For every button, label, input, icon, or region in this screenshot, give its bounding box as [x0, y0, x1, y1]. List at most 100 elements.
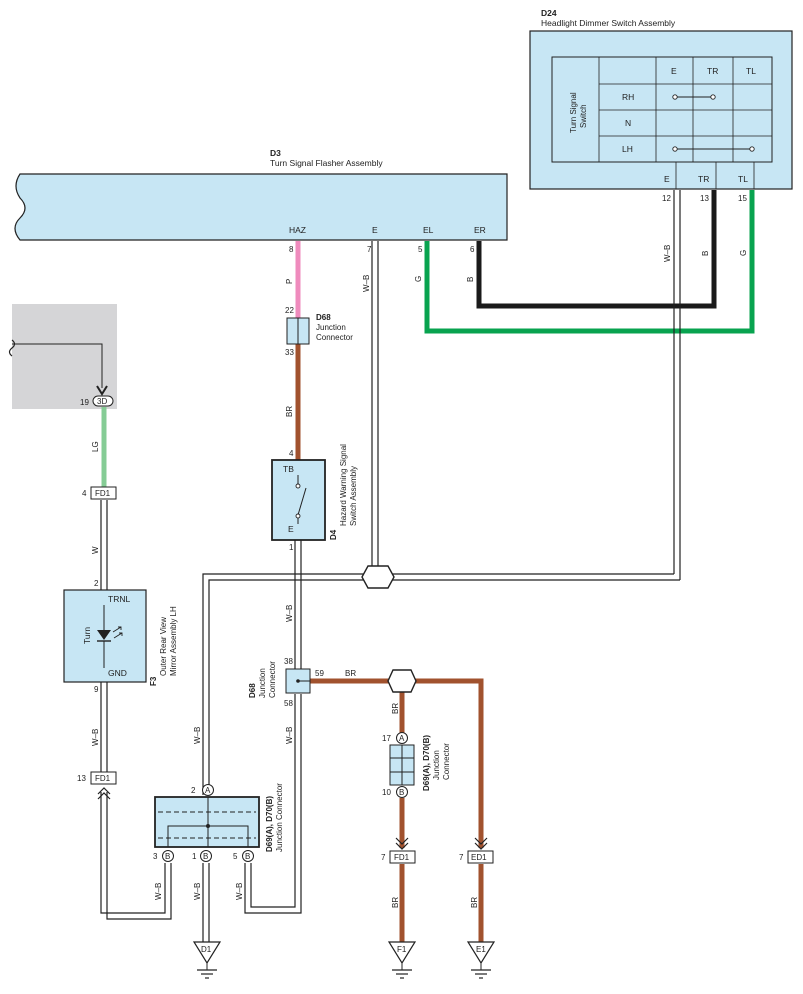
d24-col-tr: TR: [707, 66, 718, 76]
d68-top-junction: 22 33 D68 Junction Connector: [285, 306, 353, 357]
led-light-icon: [112, 626, 123, 639]
d24-row-lh: LH: [622, 144, 633, 154]
d68-mid-pin-right: 59: [315, 669, 324, 678]
d69b-desc: Junction Connector: [275, 783, 284, 852]
f3-term-trnl: TRNL: [108, 594, 130, 604]
d24-term-tr: TR: [698, 174, 709, 184]
d68-mid-pin-bottom: 58: [284, 699, 293, 708]
lbl-wb-2: W–B: [663, 245, 672, 262]
ground-e1-label: E1: [476, 945, 486, 954]
d69b-code: D69(A), D70(B): [265, 796, 274, 852]
junction-dot: [206, 824, 210, 828]
lbl-wb-4: W–B: [193, 727, 202, 744]
f3-turn: Turn: [82, 627, 92, 644]
contact-dot: [672, 146, 678, 152]
d24-pin-tl: 15: [738, 194, 747, 203]
wire-wb-d4: [294, 540, 302, 670]
fd1-top: [90, 486, 117, 500]
d68-mid-desc-2: Connector: [268, 661, 277, 698]
d3-term-e: E: [372, 225, 378, 235]
d24-col-e: E: [671, 66, 677, 76]
d69b-b3-marker: [242, 850, 254, 862]
lbl-p: P: [285, 279, 294, 284]
fd1-bot-pin: 7: [381, 853, 386, 862]
d3-pin-haz: 8: [289, 245, 294, 254]
d24-row-n: N: [625, 118, 631, 128]
ed1: [467, 850, 494, 864]
switch-contact: [295, 513, 301, 519]
wire-wb-loop: [100, 792, 172, 920]
d69r-code: D69(A), D70(B): [422, 735, 431, 791]
fd1-top-pin: 4: [82, 489, 87, 498]
d3-flasher: D3 Turn Signal Flasher Assembly HAZ E EL…: [14, 148, 508, 254]
d69r-b-marker: [396, 786, 408, 798]
d4-pin-bottom: 1: [289, 543, 294, 552]
d68-mid-junction: 38 59 58 D68 Junction Connector: [248, 657, 324, 708]
d3-term-el: EL: [423, 225, 434, 235]
lbl-b-2: B: [701, 251, 710, 256]
lbl-g-2: G: [739, 250, 748, 256]
switch-blade: [297, 487, 307, 516]
lbl-w: W: [91, 546, 100, 554]
arrow-icon: [96, 385, 108, 396]
lbl-br-1: BR: [285, 406, 294, 417]
d69r-pin-top: 17: [382, 734, 391, 743]
d3-term-er: ER: [474, 225, 486, 235]
wire-labels: P BR W–B G B W–B B G LG W W–B W–B W–B W–…: [91, 245, 748, 908]
d68-mid-code: D68: [248, 683, 257, 698]
d69b-pin-b2: 1: [192, 852, 197, 861]
d68-top-desc-1: Junction: [316, 323, 346, 332]
d69r-a-marker: [396, 732, 408, 744]
external-area: 19 3D: [8, 304, 117, 409]
d69b-b2-marker: [200, 850, 212, 862]
f3-desc-2: Mirror Assembly LH: [169, 606, 178, 676]
ed1-arrow-icon: [474, 837, 488, 850]
lbl-br-4: BR: [391, 897, 400, 908]
d24-inner: [551, 56, 773, 163]
d4-code: D4: [329, 529, 338, 540]
d69b-pin-b3: 5: [233, 852, 238, 861]
d68-top-pin-out: 33: [285, 348, 294, 357]
d24-side-label-1: Turn Signal: [569, 92, 578, 133]
lbl-br-2: BR: [345, 669, 356, 678]
ground-e1: E1: [466, 941, 496, 979]
wire-w: [100, 500, 108, 590]
splice-br: [387, 669, 417, 693]
d24-pin-e: 12: [662, 194, 671, 203]
lbl-wb-1: W–B: [362, 275, 371, 292]
d69r-pin-bottom: 10: [382, 788, 391, 797]
d3-code: D3: [270, 148, 281, 158]
fd1-mid-label: FD1: [95, 774, 111, 783]
d69b-a: A: [205, 786, 211, 795]
pin-3d: 19: [80, 398, 89, 407]
fd1-bot-label: FD1: [394, 853, 410, 862]
d4-term-e: E: [288, 524, 294, 534]
lbl-wb-6: W–B: [285, 727, 294, 744]
splice-wb: [361, 565, 395, 589]
ed1-label: ED1: [471, 853, 487, 862]
d3-name: Turn Signal Flasher Assembly: [270, 158, 383, 168]
lbl-wb-8: W–B: [193, 883, 202, 900]
ground-f1-label: F1: [397, 945, 407, 954]
d3-box: [14, 173, 508, 241]
d69b-a-marker: [202, 784, 214, 796]
d69r-desc-1: Junction: [432, 750, 441, 780]
d24-code: D24: [541, 8, 557, 18]
d69b-pin-b1: 3: [153, 852, 158, 861]
d68-mid-desc-1: Junction: [258, 668, 267, 698]
ed1-pin: 7: [459, 853, 464, 862]
d69r-a: A: [399, 734, 405, 743]
d24-side-label-2: Switch: [579, 104, 588, 128]
d69r-b: B: [399, 788, 404, 797]
lbl-wb-5: W–B: [285, 605, 294, 622]
grounds: D1 F1 E1: [192, 941, 496, 979]
contact-dot: [710, 94, 716, 100]
fd1-top-label: FD1: [95, 489, 111, 498]
d4-desc-2: Switch Assembly: [349, 466, 358, 526]
d69b-b3: B: [245, 852, 250, 861]
lbl-g-1: G: [414, 276, 423, 282]
d68-top-pin-in: 22: [285, 306, 294, 315]
wires: [100, 190, 755, 944]
f3-term-gnd: GND: [108, 668, 127, 678]
